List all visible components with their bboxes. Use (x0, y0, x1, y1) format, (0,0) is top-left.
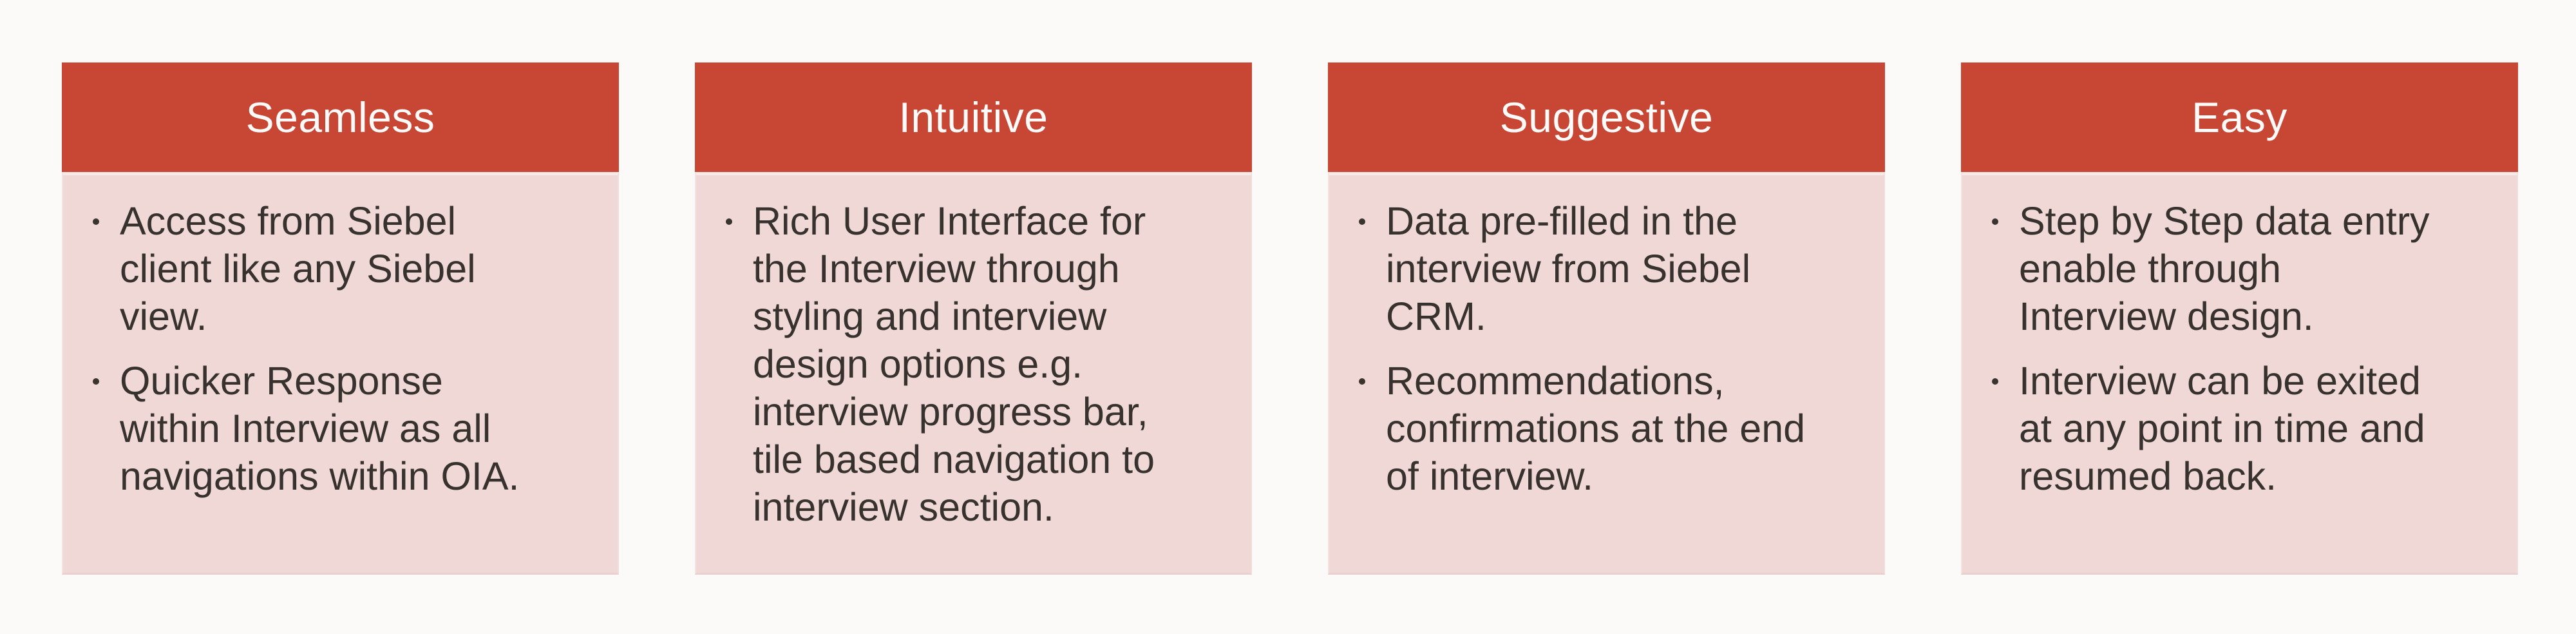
bullet-marker (1992, 218, 1998, 225)
bullet-text: Step by Step data entry enable through I… (2019, 199, 2430, 338)
bullet-text: Interview can be exited at any point in … (2019, 359, 2425, 498)
bullet-item: Interview can be exited at any point in … (1992, 357, 2500, 500)
bullet-item: Quicker Response within Interview as all… (93, 357, 601, 500)
bullet-marker (1992, 378, 1998, 385)
card-title: Seamless (245, 93, 435, 141)
bullet-item: Recommendations, confirmations at the en… (1359, 357, 1867, 500)
card-header: Seamless (62, 62, 619, 172)
card-header: Intuitive (695, 62, 1252, 172)
bullet-item: Rich User Interface for the Interview th… (726, 197, 1234, 531)
card-title: Easy (2192, 93, 2287, 141)
bullet-item: Data pre-filled in the interview from Si… (1359, 197, 1867, 340)
bullet-text: Recommendations, confirmations at the en… (1386, 359, 1806, 498)
feature-card-seamless: Seamless Access from Siebel client like … (62, 62, 619, 575)
bullet-text: Data pre-filled in the interview from Si… (1386, 199, 1751, 338)
bullet-marker (93, 378, 99, 385)
card-title: Intuitive (898, 93, 1048, 141)
bullet-text: Access from Siebel client like any Siebe… (120, 199, 476, 338)
bullet-marker (1359, 378, 1365, 385)
bullet-text: Rich User Interface for the Interview th… (753, 199, 1155, 529)
bullet-item: Step by Step data entry enable through I… (1992, 197, 2500, 340)
card-title: Suggestive (1499, 93, 1714, 141)
bullet-text: Quicker Response within Interview as all… (120, 359, 520, 498)
card-body: Rich User Interface for the Interview th… (695, 172, 1252, 575)
feature-card-suggestive: Suggestive Data pre-filled in the interv… (1328, 62, 1885, 575)
bullet-marker (726, 218, 732, 225)
card-header: Easy (1961, 62, 2518, 172)
bullet-marker (1359, 218, 1365, 225)
feature-cards: Seamless Access from Siebel client like … (62, 62, 2518, 575)
feature-card-intuitive: Intuitive Rich User Interface for the In… (695, 62, 1252, 575)
card-body: Data pre-filled in the interview from Si… (1328, 172, 1885, 575)
card-body: Step by Step data entry enable through I… (1961, 172, 2518, 575)
card-header: Suggestive (1328, 62, 1885, 172)
feature-card-easy: Easy Step by Step data entry enable thro… (1961, 62, 2518, 575)
bullet-item: Access from Siebel client like any Siebe… (93, 197, 601, 340)
card-body: Access from Siebel client like any Siebe… (62, 172, 619, 575)
bullet-marker (93, 218, 99, 225)
